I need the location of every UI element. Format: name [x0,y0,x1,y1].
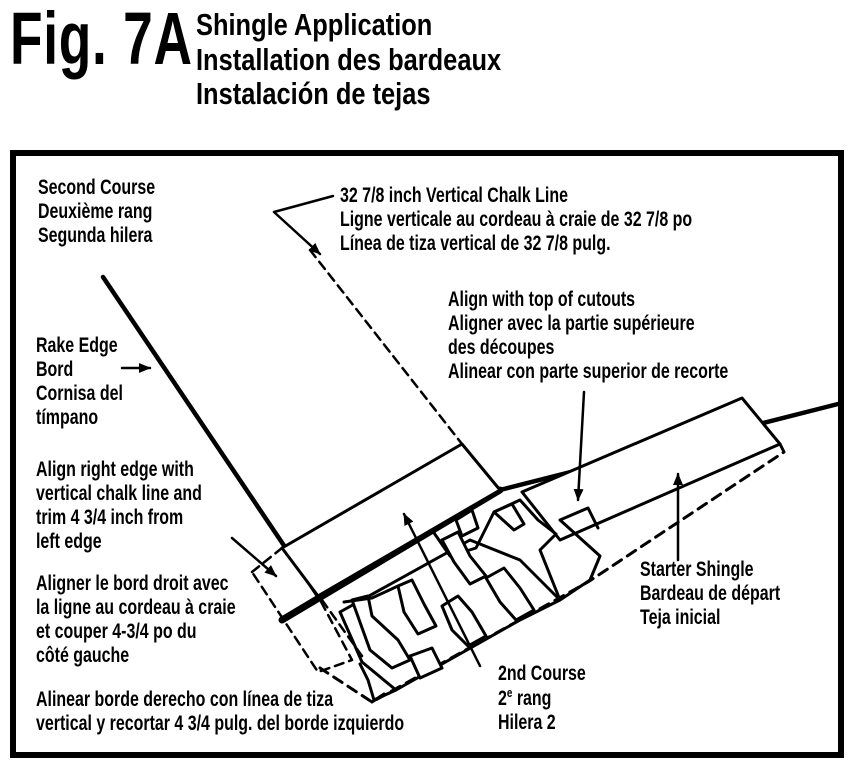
chalk-line-dashed [308,248,464,446]
label-align-cutouts: Align with top of cutouts Aligner avec l… [448,288,729,383]
figure-title: Shingle Application Installation des bar… [196,7,502,112]
second-course-arrow [402,512,482,668]
trim-arrow [230,536,278,578]
trim-dashed-outline [250,546,354,674]
label-chalk-line: 32 7/8 inch Vertical Chalk Line Ligne ve… [340,184,693,255]
title-en: Shingle Application [196,7,433,42]
label-second-course: Second Course Deuxième rang Segunda hile… [38,176,156,247]
figure-label: Fig. 7A [10,0,193,80]
label-align-right-en: Align right edge with vertical chalk lin… [36,458,202,553]
diagram-frame [10,150,844,758]
rake-edge-line [100,274,321,599]
label-align-right-es: Alinear borde derecho con línea de tiza … [36,688,405,735]
label-2nd-course-fr: 2e rang [498,684,552,710]
label-rake-edge: Rake Edge Bord Cornisa del tímpano [36,334,123,429]
label-starter-shingle: Starter Shingle Bardeau de départ Teja i… [640,558,781,629]
chalk-line-pointer [272,194,335,256]
label-2nd-course: 2nd Course 2e rang Hilera 2 [498,662,586,734]
title-fr: Installation des bardeaux [196,41,502,77]
title-es: Instalación de tejas [196,76,431,112]
cutout-arrow [573,390,586,502]
label-align-right-fr: Aligner le bord droit avec la ligne au c… [36,572,236,667]
